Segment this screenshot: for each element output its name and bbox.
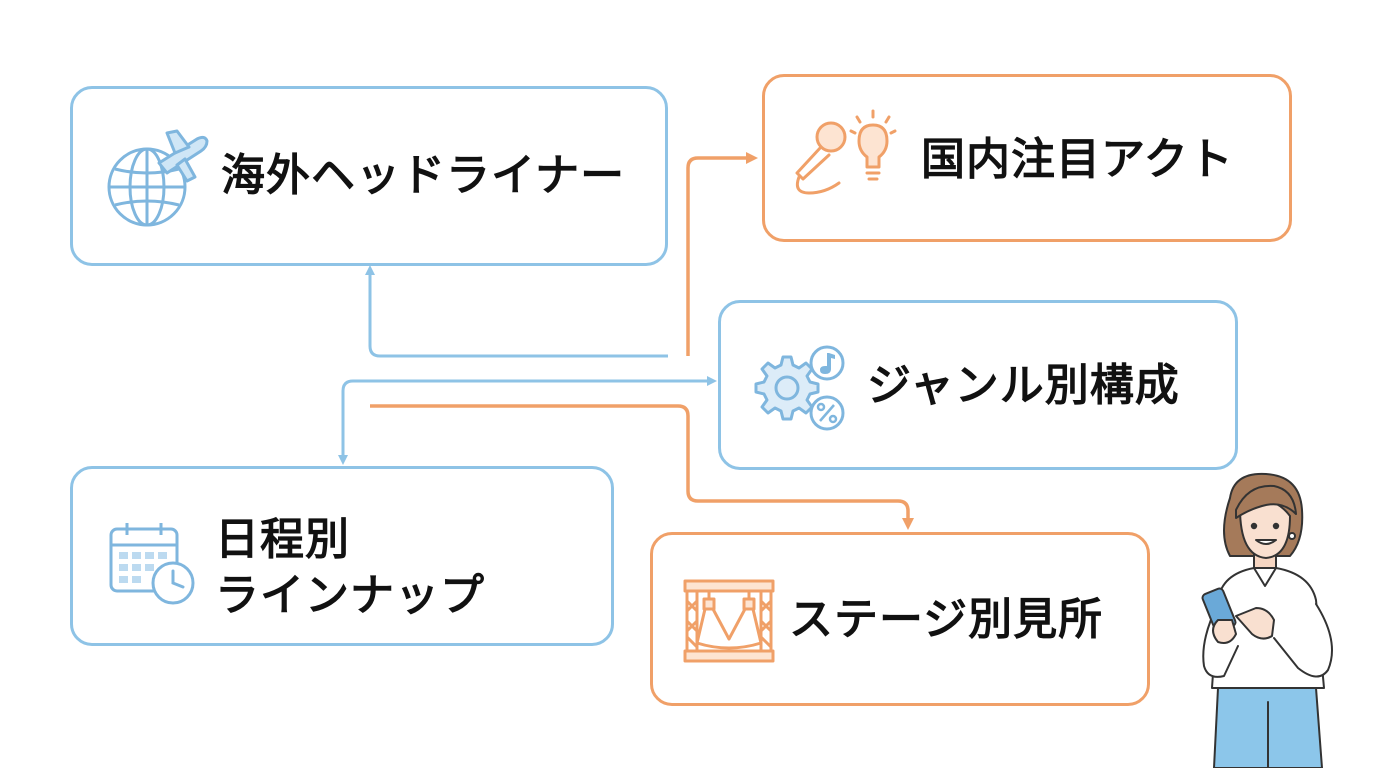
gear-music-percent-icon: [754, 345, 845, 431]
stage-truss-lights-icon: [683, 579, 775, 663]
node-stage-highlights[interactable]: ステージ別見所: [650, 532, 1150, 706]
node-schedule-lineup[interactable]: 日程別 ラインナップ: [70, 466, 614, 646]
microphone-lightbulb-icon: [795, 109, 897, 195]
node-genre-composition[interactable]: ジャンル別構成: [718, 300, 1238, 470]
node-genre-label: ジャンル別構成: [867, 360, 1180, 411]
node-domestic-label: 国内注目アクト: [921, 134, 1234, 185]
connector-to-stage: [370, 404, 914, 530]
node-stage-label: ステージ別見所: [789, 594, 1104, 645]
connector-to-schedule: [338, 379, 712, 465]
node-overseas-label: 海外ヘッドライナー: [221, 150, 626, 201]
globe-airplane-icon: [107, 129, 209, 227]
calendar-clock-icon: [109, 523, 195, 605]
woman-with-smartphone-icon: [1201, 472, 1333, 768]
node-overseas-headliner[interactable]: 海外ヘッドライナー: [70, 86, 668, 266]
node-domestic-acts[interactable]: 国内注目アクト: [762, 74, 1292, 242]
node-schedule-label-line1: 日程別: [215, 514, 350, 565]
connector-to-overseas: [365, 265, 668, 358]
node-schedule-label-line2: ラインナップ: [215, 570, 485, 621]
connector-to-domestic: [686, 152, 758, 356]
